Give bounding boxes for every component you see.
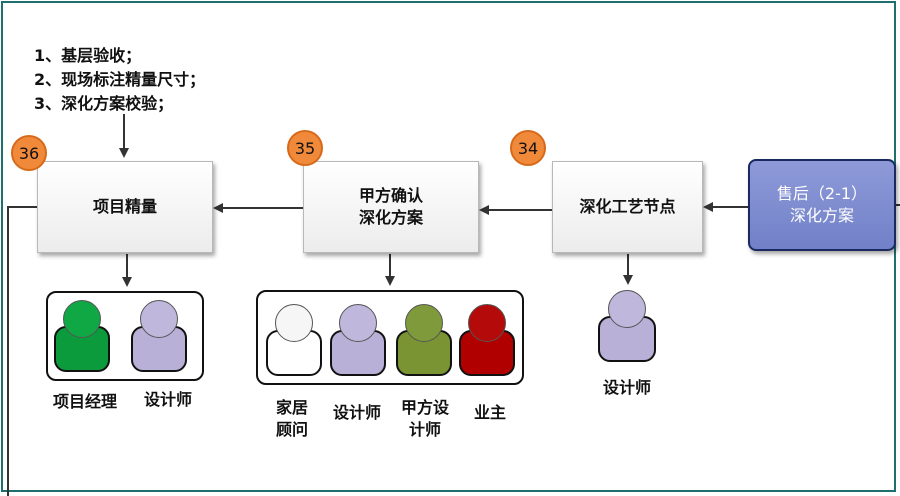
role-group-35 (256, 290, 524, 385)
node-process-detail: 深化工艺节点 (552, 161, 703, 253)
node-label: 售后（2-1） (776, 184, 868, 203)
step-badge-36: 36 (11, 135, 47, 171)
role-label-designer: 设计师 (143, 390, 192, 409)
person-icon-designer (330, 304, 386, 382)
step-badge-35: 35 (287, 130, 323, 166)
step-badge-34: 34 (510, 130, 546, 166)
node-project-measurement: 项目精量 (37, 161, 213, 253)
node-client-confirm: 甲方确认 深化方案 (303, 161, 479, 253)
node-label: 项目精量 (92, 197, 157, 216)
node-label: 甲方确认 (358, 186, 423, 205)
person-icon-project-manager (54, 300, 110, 378)
node-label: 深化方案 (358, 208, 423, 227)
role-label-home-consultant: 家居 顾问 (275, 398, 308, 439)
role-label-owner: 业主 (473, 403, 506, 422)
left-exit-line (7, 206, 37, 496)
node-after-sales: 售后（2-1） 深化方案 (748, 159, 896, 251)
note-item: 2、现场标注精量尺寸； (34, 70, 206, 89)
role-group-36 (46, 291, 204, 381)
role-label-designer: 设计师 (332, 403, 381, 422)
role-label-project-manager: 项目经理 (52, 392, 117, 411)
notes-list: 1、基层验收； 2、现场标注精量尺寸； 3、深化方案校验； (34, 44, 205, 116)
person-icon-home-consultant (266, 304, 322, 382)
role-label-designer: 设计师 (602, 378, 651, 397)
person-icon-owner (459, 304, 515, 382)
person-icon-designer (598, 290, 656, 368)
node-label: 深化方案 (789, 206, 854, 225)
person-icon-client-designer (396, 304, 452, 382)
note-item: 3、深化方案校验； (34, 94, 174, 113)
person-icon-designer (131, 300, 187, 378)
role-label-client-designer: 甲方设 计师 (400, 398, 449, 439)
node-label: 深化工艺节点 (579, 197, 676, 216)
note-item: 1、基层验收； (34, 46, 142, 65)
